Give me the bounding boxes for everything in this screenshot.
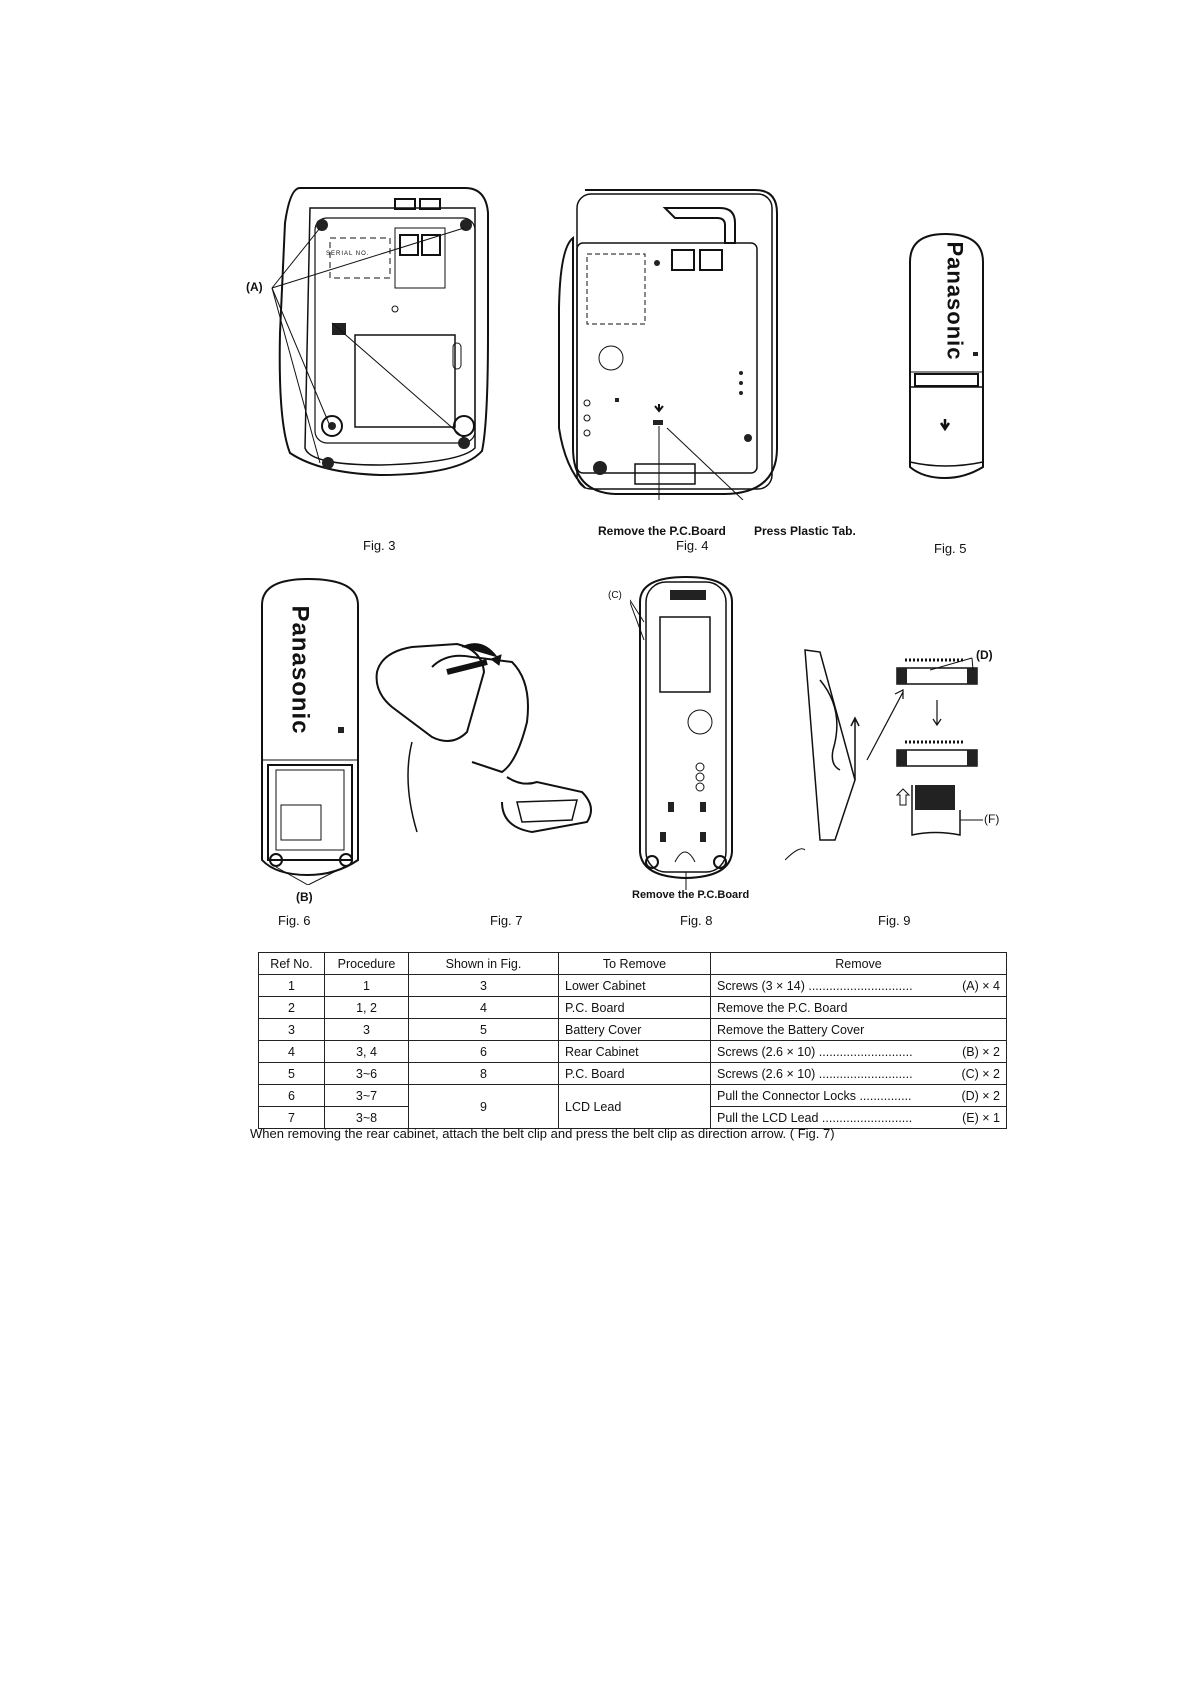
cell-remove: Remove the Battery Cover (710, 1018, 1007, 1041)
remove-text: Remove the Battery Cover (717, 1022, 865, 1037)
fig6-rear-cabinet-drawing (261, 577, 359, 885)
fig5-handset-drawing (909, 232, 984, 480)
fig8-callout-c: (C) (608, 590, 622, 601)
header-to-remove: To Remove (558, 952, 711, 975)
fig3-callout-a: (A) (246, 280, 263, 294)
table-row: 2 1, 2 4 P.C. Board Remove the P.C. Boar… (258, 996, 1007, 1019)
table-row: 5 3~6 8 P.C. Board Screws (2.6 × 10) ...… (258, 1062, 1007, 1085)
table-row: 6 3~7 9 LCD Lead Pull the Connector Lock… (258, 1084, 1007, 1129)
header-remove: Remove (710, 952, 1007, 975)
figure-8 (630, 572, 742, 892)
procedure-table: Ref No. Procedure Shown in Fig. To Remov… (258, 952, 1007, 1129)
fig6-brand-logo: Panasonic (286, 605, 314, 735)
cell-remove: Pull the LCD Lead ......................… (710, 1106, 1007, 1129)
remove-text: Remove the P.C. Board (717, 1000, 848, 1015)
table-row: 4 3, 4 6 Rear Cabinet Screws (2.6 × 10) … (258, 1040, 1007, 1063)
fig9-callout-d: (D) (976, 648, 993, 662)
fig7-caption: Fig. 7 (490, 913, 523, 928)
cell-fig: 3 (408, 974, 559, 997)
remove-text: Screws (2.6 × 10) ......................… (717, 1066, 913, 1081)
table-row: 3 3 5 Battery Cover Remove the Battery C… (258, 1018, 1007, 1041)
cell-ref: 2 (258, 996, 325, 1019)
figure-6 (256, 575, 366, 885)
cell-fig: 9 (408, 1084, 559, 1129)
cell-remove: Remove the P.C. Board (710, 996, 1007, 1019)
cell-fig: 8 (408, 1062, 559, 1085)
fig9-callout-f: (F) (984, 812, 1000, 826)
remove-qty: (C) × 2 (961, 1066, 1000, 1081)
cell-to-remove: Lower Cabinet (558, 974, 711, 997)
cell-to-remove: P.C. Board (558, 1062, 711, 1085)
remove-text: Pull the LCD Lead ......................… (717, 1110, 913, 1125)
cell-to-remove: P.C. Board (558, 996, 711, 1019)
fig8-pcb-drawing (630, 575, 733, 890)
fig4-pcb-drawing (558, 189, 778, 500)
fig9-lcd-connector-drawing (785, 649, 983, 861)
remove-text: Pull the Connector Locks ............... (717, 1088, 912, 1103)
cell-procedure: 3, 4 (324, 1040, 409, 1063)
header-ref-no: Ref No. (258, 952, 325, 975)
fig3-lower-cabinet-drawing (271, 187, 489, 477)
remove-text: Screws (2.6 × 10) ......................… (717, 1044, 913, 1059)
fig6-caption: Fig. 6 (278, 913, 311, 928)
fig5-caption: Fig. 5 (934, 541, 967, 556)
cell-remove: Screws (2.6 × 10) ......................… (710, 1040, 1007, 1063)
fig4-note-remove-pcb: Remove the P.C.Board (598, 524, 726, 538)
figure-5 (905, 232, 987, 482)
remove-qty: (D) × 2 (961, 1088, 1000, 1103)
figure-4 (555, 188, 785, 500)
fig7-belt-clip-drawing (375, 642, 592, 834)
remove-qty: (B) × 2 (962, 1044, 1000, 1059)
cell-remove: Screws (2.6 × 10) ......................… (710, 1062, 1007, 1085)
figure-7 (372, 632, 602, 842)
fig4-caption: Fig. 4 (676, 538, 709, 553)
footnote: When removing the rear cabinet, attach t… (250, 1126, 835, 1141)
remove-qty: (A) × 4 (962, 978, 1000, 993)
cell-to-remove: Battery Cover (558, 1018, 711, 1041)
fig6-callout-b: (B) (296, 890, 313, 904)
cell-ref: 5 (258, 1062, 325, 1085)
cell-procedure: 3 (324, 1018, 409, 1041)
cell-procedure: 1, 2 (324, 996, 409, 1019)
cell-to-remove: LCD Lead (558, 1084, 711, 1129)
table-header-row: Ref No. Procedure Shown in Fig. To Remov… (258, 952, 1007, 975)
cell-ref: 3 (258, 1018, 325, 1041)
cell-ref: 1 (258, 974, 325, 997)
fig4-note-press-tab: Press Plastic Tab. (754, 524, 856, 538)
fig8-caption: Fig. 8 (680, 913, 713, 928)
cell-remove: Screws (3 × 14) ........................… (710, 974, 1007, 997)
fig9-caption: Fig. 9 (878, 913, 911, 928)
fig8-note-remove-pcb: Remove the P.C.Board (632, 889, 750, 901)
cell-procedure: 3~6 (324, 1062, 409, 1085)
header-procedure: Procedure (324, 952, 409, 975)
cell-to-remove: Rear Cabinet (558, 1040, 711, 1063)
cell-procedure: 3~7 (324, 1084, 409, 1107)
cell-remove: Pull the Connector Locks ...............… (710, 1084, 1007, 1107)
cell-procedure: 3~8 (324, 1106, 409, 1129)
remove-text: Screws (3 × 14) ........................… (717, 978, 913, 993)
header-shown-in-fig: Shown in Fig. (408, 952, 559, 975)
cell-procedure: 1 (324, 974, 409, 997)
cell-fig: 4 (408, 996, 559, 1019)
figure-9 (785, 640, 995, 870)
table-row: 1 1 3 Lower Cabinet Screws (3 × 14) ....… (258, 974, 1007, 997)
cell-fig: 6 (408, 1040, 559, 1063)
fig3-serial-label: SERIAL NO. (326, 251, 370, 257)
figure-3 (270, 183, 500, 483)
fig3-caption: Fig. 3 (363, 538, 396, 553)
cell-ref: 6 (258, 1084, 325, 1107)
table-row: 7 3~8 Pull the LCD Lead ................… (258, 1106, 1007, 1129)
remove-qty: (E) × 1 (962, 1110, 1000, 1125)
fig5-brand-logo: Panasonic (942, 241, 968, 361)
cell-ref: 4 (258, 1040, 325, 1063)
cell-fig: 5 (408, 1018, 559, 1041)
